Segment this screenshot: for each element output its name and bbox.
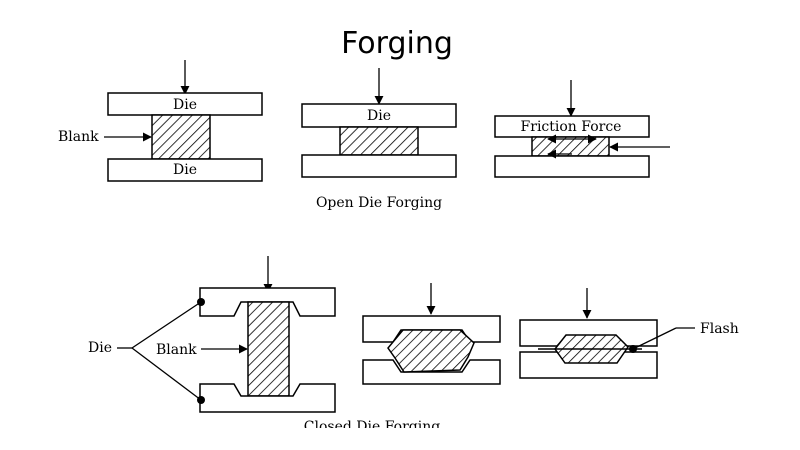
workpiece [531,136,610,157]
bottom-die [199,383,336,413]
closed-die-stage-2 [362,283,501,385]
die-leader-top [131,301,202,349]
diagram-title: Forging [341,26,453,61]
friction-force-label: Friction Force [521,119,622,135]
blank [151,114,211,160]
blank-label: Blank [58,129,99,145]
bottom-die-label: Die [173,162,197,178]
open-die-stage-1: Die Die Blank [58,60,263,182]
bottom-die [301,154,457,178]
workpiece [339,126,419,156]
bottom-die [362,359,501,385]
flash-leader [632,327,677,350]
top-die-label: Die [367,108,391,124]
closed-die-caption: Closed Die Forging [304,419,440,435]
top-die-label: Die [173,97,197,113]
open-die-stage-3: Friction Force [494,80,670,178]
open-die-stage-2: Die Open Die Forging [301,68,457,211]
closed-die-stage-1: Die Blank [88,256,336,413]
die-leader-bottom [131,347,202,401]
bottom-die [494,155,650,178]
bottom-die [107,158,263,182]
open-die-caption: Open Die Forging [316,195,442,211]
blank-label: Blank [156,342,197,358]
closed-die-caption-group: Closed Die Forging [304,419,440,435]
closed-die-stage-3: Flash [519,288,739,379]
die-label: Die [88,340,112,356]
workpiece [387,329,475,373]
blank [247,301,290,397]
flash-label: Flash [700,321,739,337]
